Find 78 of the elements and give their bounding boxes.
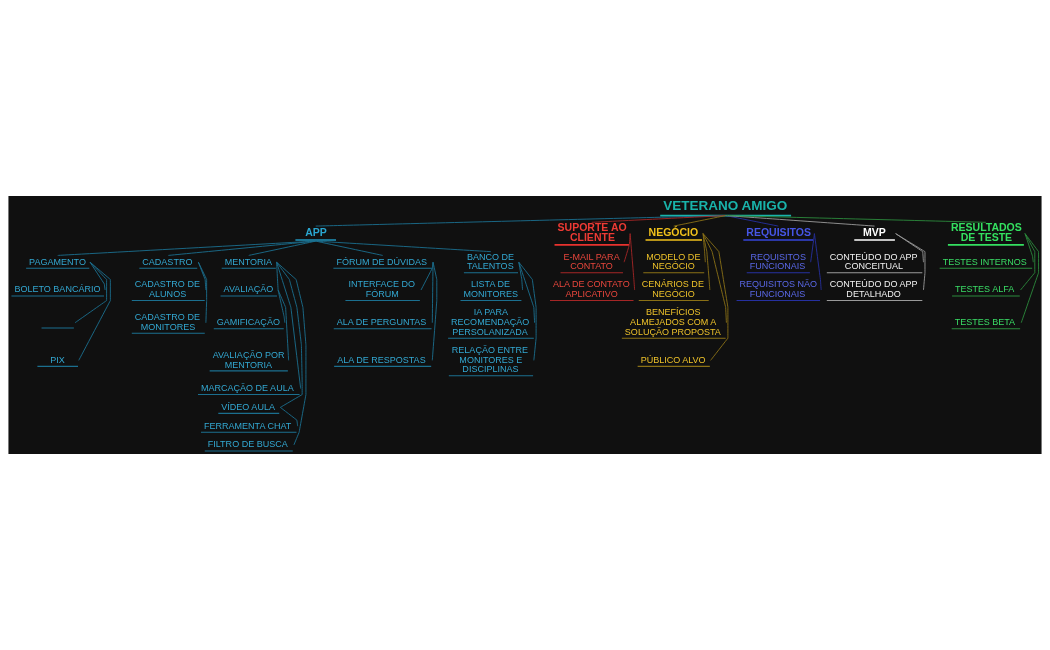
connector <box>702 233 727 324</box>
connector <box>725 215 779 227</box>
node-text: CONTEÚDO DO APP CONCEITUAL <box>829 251 918 272</box>
node-text: AVALIAÇÃO POR MENTORIA <box>212 349 285 370</box>
connector <box>431 261 434 324</box>
node-text: CADASTRO <box>142 256 193 267</box>
connector <box>673 215 727 227</box>
connector <box>810 233 815 263</box>
connector <box>629 233 636 291</box>
node-text: MARCAÇÃO DE AULA <box>201 382 294 393</box>
node-text: AVALIAÇÃO <box>223 284 274 295</box>
node-text: NEGÓCIO <box>648 225 699 238</box>
node-text: CENÁRIOS DE NEGÓCIO <box>641 279 704 300</box>
node-text: PAGAMENTO <box>29 256 86 267</box>
node-text: IA PARA RECOMENDAÇÃO PERSOLANIZADA <box>451 307 530 337</box>
connector <box>276 261 302 389</box>
connector <box>57 240 317 256</box>
connector <box>315 215 727 227</box>
connector <box>1024 233 1034 263</box>
node-text: SUPORTE AO CLIENTE <box>557 220 627 244</box>
node-text: TESTES ALFA <box>955 284 1015 295</box>
node-text: MODELO DE NEGÓCIO <box>646 251 701 272</box>
connector <box>78 261 111 361</box>
node-text: REQUISITOS <box>746 225 811 238</box>
connector <box>725 215 876 227</box>
node-text: ALA DE RESPOSTAS <box>337 354 426 365</box>
node-text: TESTES BETA <box>954 317 1016 328</box>
node-text: BANCO DE TALENTOS <box>466 251 514 272</box>
connector <box>279 406 299 427</box>
node-text: MENTORIA <box>224 256 273 267</box>
connector <box>197 261 208 324</box>
connector <box>702 233 706 263</box>
node-text: FERRAMENTA CHAT <box>204 420 292 431</box>
node-underline <box>41 327 75 329</box>
connector <box>702 233 729 361</box>
connector <box>248 240 317 256</box>
node-text: FILTRO DE BUSCA <box>207 439 288 450</box>
connector <box>1020 233 1036 291</box>
connector <box>623 233 631 263</box>
connector <box>74 261 108 324</box>
node-text: RESULTADOS DE TESTE <box>950 220 1022 244</box>
node-text: CADASTRO DE MONITORES <box>134 312 200 332</box>
node-text: PÚBLICO ALVO <box>640 354 706 365</box>
connector <box>315 240 492 253</box>
node-text: CONTEÚDO DO APP DETALHADO <box>829 279 918 300</box>
connector <box>167 240 317 256</box>
node-text: VETERANO AMIGO <box>663 197 788 213</box>
node-text: PIX <box>50 354 65 365</box>
node-text: LISTA DE MONITORES <box>463 279 518 300</box>
node-text: E-MAIL PARA CONTATO <box>563 251 620 272</box>
node-text: APP <box>305 225 327 238</box>
node-text: TESTES INTERNOS <box>942 256 1027 267</box>
node-text: GAMIFICAÇÃO <box>216 317 280 328</box>
connector <box>276 261 303 408</box>
node-text: VÍDEO AULA <box>221 401 275 412</box>
node-text: FÓRUM DE DÚVIDAS <box>336 256 428 267</box>
node-text: INTERFACE DO FÓRUM <box>348 279 416 300</box>
connector <box>518 261 523 291</box>
connector <box>276 261 279 291</box>
node-text: ALA DE PERGUNTAS <box>336 317 427 328</box>
connector <box>518 261 537 361</box>
connector <box>518 261 536 324</box>
connector <box>813 233 822 291</box>
node-text: REQUISITOS NÃO FUNCIONAIS <box>739 279 818 300</box>
connector <box>895 233 926 291</box>
connector <box>431 261 438 361</box>
node-text: CADASTRO DE ALUNOS <box>134 279 200 300</box>
connector <box>725 215 987 223</box>
node-text: REQUISITOS FUNCIONAIS <box>749 251 806 272</box>
connector <box>276 261 307 446</box>
connector <box>1020 233 1039 324</box>
node-text: BENEFÍCIOS ALMEJADOS COM A SOLUÇÃO PROPOSTA <box>624 307 721 337</box>
node-text: BOLETO BANCÁRIO <box>14 284 101 295</box>
node-text: MVP <box>862 225 886 238</box>
node-text: ALA DE CONTATO APLICATIVO <box>553 279 630 300</box>
node-text: RELAÇÃO ENTRE MONITORES E DISCIPLINAS <box>451 344 529 375</box>
connector <box>277 289 290 361</box>
connector <box>702 233 711 291</box>
